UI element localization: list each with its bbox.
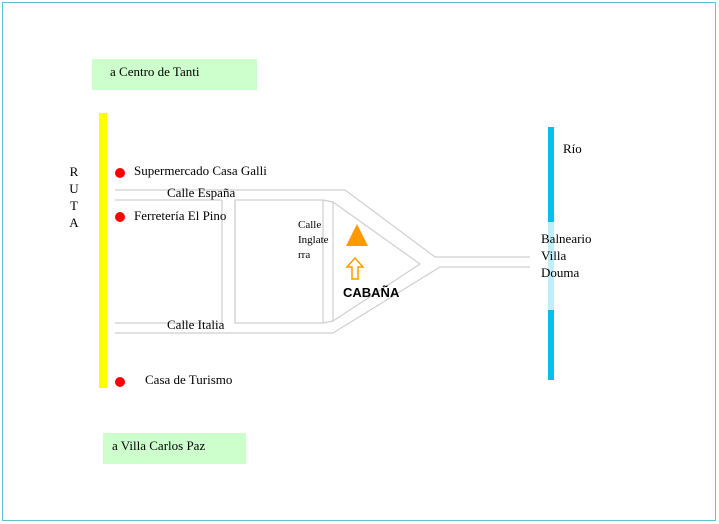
north-destination-box xyxy=(92,59,257,90)
up-arrow-icon xyxy=(345,256,365,280)
diamond-outer xyxy=(344,189,530,258)
calle-espana-label: Calle España xyxy=(167,185,236,200)
supermarket-dot xyxy=(115,168,125,178)
calle-inglaterra-label: Calle Inglate rra xyxy=(298,219,329,261)
diamond-inner xyxy=(332,200,422,323)
tourism-dot xyxy=(115,377,125,387)
route-letter: A xyxy=(69,215,79,230)
river-label: Río xyxy=(563,141,582,156)
cabin-label: CABAÑA xyxy=(343,285,400,300)
tourism-label: Casa de Turismo xyxy=(145,372,233,387)
calle-italia-label: Calle Italia xyxy=(167,317,225,332)
balneario-label: Balneario Villa Douma xyxy=(541,231,592,280)
south-destination-box xyxy=(103,433,246,464)
hardware-dot xyxy=(115,212,125,222)
north-destination-label: a Centro de Tanti xyxy=(110,64,200,79)
route-label: R U T A xyxy=(68,163,80,231)
triangle-icon xyxy=(346,224,368,246)
river-bridge xyxy=(548,222,554,310)
route-line xyxy=(99,113,107,388)
hardware-label: Ferretería El Pino xyxy=(134,208,227,223)
route-letter: R xyxy=(69,164,79,179)
route-letter: U xyxy=(69,181,79,196)
route-letter: T xyxy=(70,198,78,213)
south-destination-label: a Villa Carlos Paz xyxy=(112,438,206,453)
supermarket-label: Supermercado Casa Galli xyxy=(134,163,267,178)
